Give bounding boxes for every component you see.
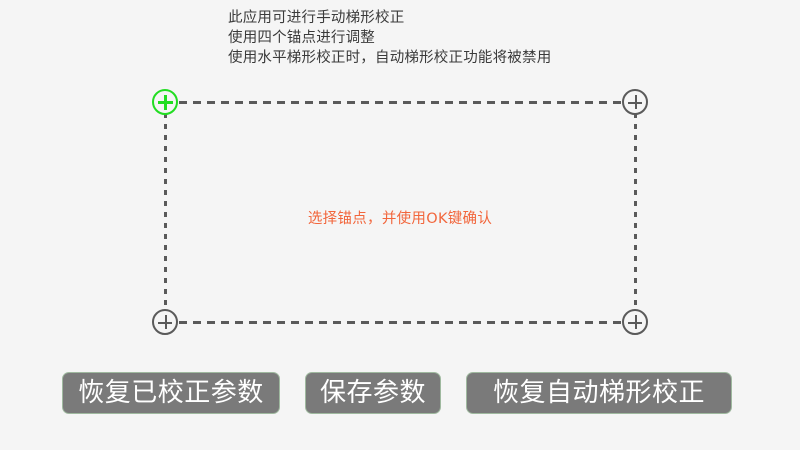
anchor-handle-bottom-right[interactable] xyxy=(622,309,648,335)
instruction-line-1: 此应用可进行手动梯形校正 xyxy=(228,10,405,26)
instruction-line-3: 使用水平梯形校正时，自动梯形校正功能将被禁用 xyxy=(228,50,552,66)
frame-edge-right xyxy=(634,102,637,322)
save-params-button[interactable]: 保存参数 xyxy=(305,372,441,414)
frame-edge-top xyxy=(165,101,635,104)
frame-edge-left xyxy=(164,102,167,322)
keystone-adjust-frame: 选择锚点，并使用OK键确认 xyxy=(152,89,648,335)
anchor-selection-hint: 选择锚点，并使用OK键确认 xyxy=(307,211,493,227)
action-button-bar: 恢复已校正参数 保存参数 恢复自动梯形校正 xyxy=(0,372,800,414)
instruction-line-2: 使用四个锚点进行调整 xyxy=(228,30,375,46)
anchor-handle-bottom-left[interactable] xyxy=(152,309,178,335)
anchor-handle-top-right[interactable] xyxy=(622,89,648,115)
instruction-block: 此应用可进行手动梯形校正 使用四个锚点进行调整 使用水平梯形校正时，自动梯形校正… xyxy=(228,8,648,68)
restore-corrected-params-button[interactable]: 恢复已校正参数 xyxy=(62,372,280,414)
frame-edge-bottom xyxy=(165,321,635,324)
restore-auto-keystone-button[interactable]: 恢复自动梯形校正 xyxy=(466,372,732,414)
anchor-handle-top-left[interactable] xyxy=(152,89,178,115)
